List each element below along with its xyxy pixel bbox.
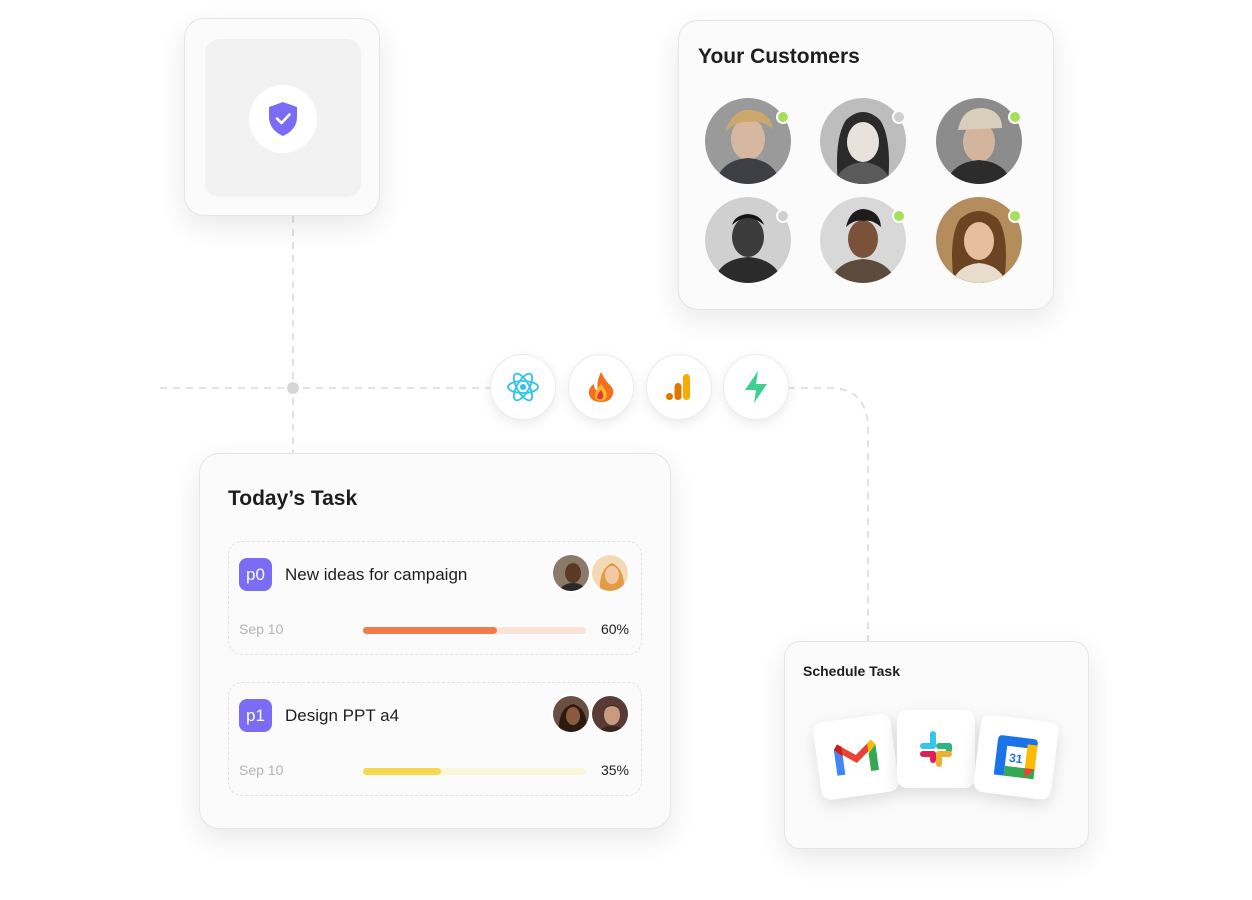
status-online-dot <box>1008 209 1022 223</box>
analytics-integration[interactable] <box>646 354 712 420</box>
todays-task-card: Today’s Task p0 New ideas for campaign S… <box>199 453 671 829</box>
react-integration[interactable] <box>490 354 556 420</box>
progress-fill <box>363 768 442 775</box>
react-icon <box>507 372 539 402</box>
security-card <box>184 18 380 216</box>
task-date: Sep 10 <box>239 762 284 778</box>
supabase-icon <box>745 371 767 403</box>
schedule-task-title: Schedule Task <box>803 663 901 679</box>
assignee-avatar[interactable] <box>551 553 591 593</box>
progress-fill <box>363 627 497 634</box>
analytics-icon <box>666 374 690 400</box>
assignee-avatar[interactable] <box>551 694 591 734</box>
google-calendar-icon: 31 <box>993 735 1038 780</box>
priority-badge: p1 <box>239 699 272 732</box>
shield-check-icon <box>269 102 297 136</box>
firebase-icon <box>588 372 614 402</box>
progress-percent: 60% <box>600 621 629 637</box>
slack-tile[interactable] <box>897 710 975 788</box>
progress-bar <box>363 627 586 634</box>
task-name: Design PPT a4 <box>285 706 400 725</box>
security-panel <box>205 39 361 197</box>
status-online-dot <box>1008 110 1022 124</box>
slack-icon <box>920 731 952 767</box>
assignee-avatar[interactable] <box>590 553 630 593</box>
shield-badge <box>249 85 317 153</box>
status-offline-dot <box>892 110 906 124</box>
supabase-integration[interactable] <box>723 354 789 420</box>
status-online-dot <box>892 209 906 223</box>
customer-avatar[interactable] <box>820 98 906 184</box>
customer-avatar[interactable] <box>936 197 1022 283</box>
assignee-avatar[interactable] <box>590 694 630 734</box>
task-name: New ideas for campaign <box>285 565 468 584</box>
priority-badge: p0 <box>239 558 272 591</box>
todays-task-title: Today’s Task <box>228 487 358 510</box>
gmail-tile[interactable] <box>811 712 901 802</box>
customers-title: Your Customers <box>698 45 860 68</box>
firebase-integration[interactable] <box>568 354 634 420</box>
task-item[interactable]: p0 New ideas for campaign Sep 10 60% <box>228 541 642 655</box>
customers-card: Your Customers <box>678 20 1054 310</box>
gmail-icon <box>833 739 880 776</box>
customer-avatar[interactable] <box>936 98 1022 184</box>
calendar-tile[interactable]: 31 <box>972 713 1060 801</box>
task-date: Sep 10 <box>239 621 284 637</box>
schedule-task-card: Schedule Task <box>784 641 1089 849</box>
progress-bar <box>363 768 586 775</box>
progress-percent: 35% <box>600 762 629 778</box>
customer-avatar[interactable] <box>820 197 906 283</box>
calendar-day: 31 <box>1008 751 1023 767</box>
status-offline-dot <box>776 209 790 223</box>
task-item[interactable]: p1 Design PPT a4 Sep 10 35% <box>228 682 642 796</box>
status-online-dot <box>776 110 790 124</box>
